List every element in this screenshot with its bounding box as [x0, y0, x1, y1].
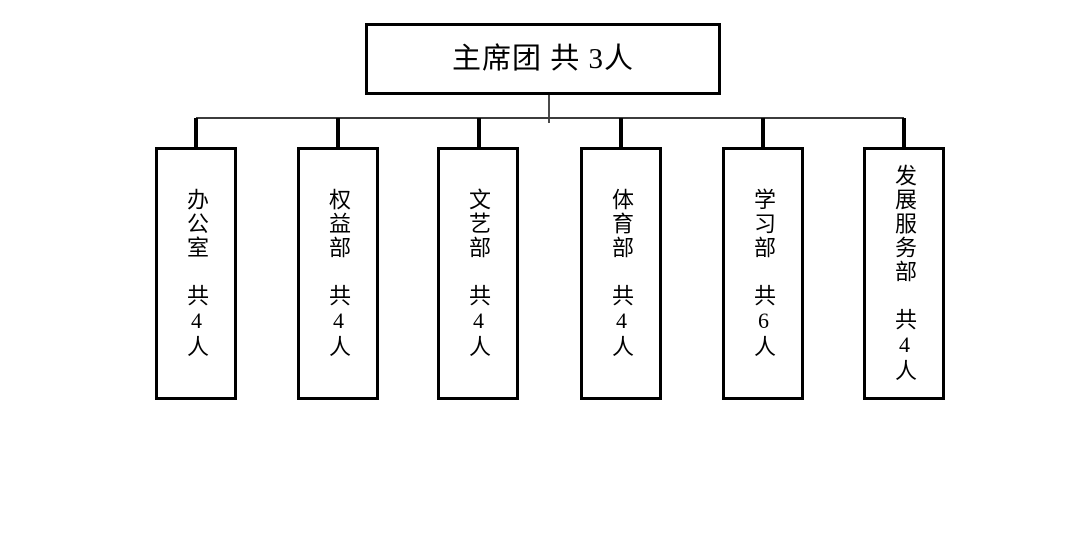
- department-node-label: 发展服务部 共4人: [892, 164, 917, 383]
- department-node-label: 办公室 共4人: [184, 188, 209, 359]
- department-node-label: 文艺部 共4人: [466, 188, 491, 359]
- root-node-label: 主席团 共 3人: [451, 42, 634, 75]
- department-node-label: 学习部 共6人: [751, 188, 776, 359]
- org-node-root: 主席团 共 3人: [365, 23, 721, 95]
- org-node-department-sports: 体育部 共4人: [580, 147, 662, 400]
- department-node-label: 权益部 共4人: [326, 188, 351, 359]
- connector-drop-line: [619, 118, 623, 147]
- connector-horizontal-rail: [196, 117, 904, 119]
- org-node-department-office: 办公室 共4人: [155, 147, 237, 400]
- department-node-label: 体育部 共4人: [609, 188, 634, 359]
- connector-drop-line: [477, 118, 481, 147]
- connector-drop-line: [761, 118, 765, 147]
- connector-drop-line: [336, 118, 340, 147]
- connector-drop-line: [194, 118, 198, 147]
- org-node-department-rights: 权益部 共4人: [297, 147, 379, 400]
- connector-drop-line: [902, 118, 906, 147]
- connector-stem-line: [548, 95, 550, 123]
- org-node-department-study: 学习部 共6人: [722, 147, 804, 400]
- org-node-department-arts: 文艺部 共4人: [437, 147, 519, 400]
- org-node-department-development-service: 发展服务部 共4人: [863, 147, 945, 400]
